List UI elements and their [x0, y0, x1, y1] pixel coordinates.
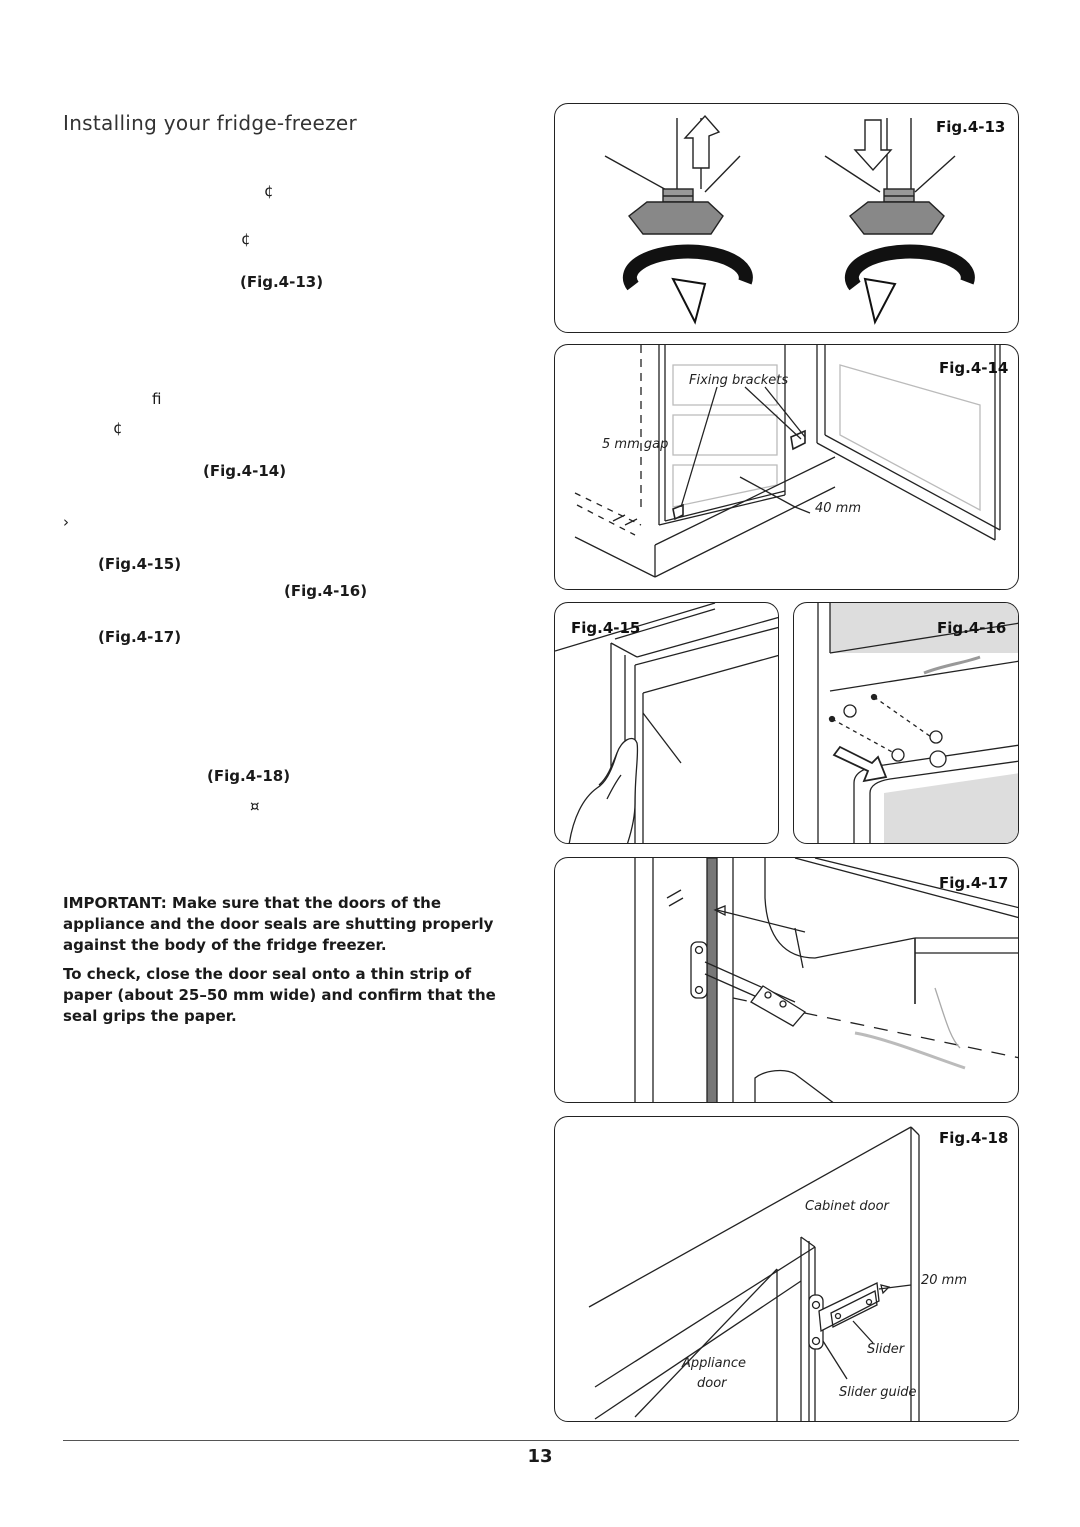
text-fragment: ›	[63, 513, 69, 531]
figure-label: Fig.4-16	[937, 619, 1007, 637]
text-fragment: fi	[152, 390, 162, 408]
text-fragment: ¤	[250, 797, 260, 815]
page-title: Installing your fridge-freezer	[63, 111, 358, 136]
cabinet-door-caption: Cabinet door	[805, 1199, 889, 1214]
figure-label: Fig.4-14	[939, 359, 1009, 377]
important-label: IMPORTANT:	[63, 894, 167, 912]
text-fragment: ¢	[113, 419, 123, 437]
appliance-door-caption: Appliance	[682, 1356, 746, 1371]
check-paragraph: To check, close the door seal onto a thi…	[63, 965, 496, 1025]
figure-label: Fig.4-15	[571, 619, 641, 637]
door-seal-illustration	[555, 603, 778, 843]
text-fragment: ¢	[241, 230, 251, 248]
fig-ref-15: (Fig.4-15)	[98, 555, 182, 573]
slider-guide-caption: Slider guide	[839, 1385, 917, 1400]
text-fragment: ¢	[264, 182, 274, 200]
fig-ref-14: (Fig.4-14)	[203, 462, 287, 480]
figure-4-16: Fig.4-16	[793, 602, 1019, 844]
figure-4-14: Fig.4-14 Fixing brackets 5 mm gap 40 mm	[554, 344, 1019, 590]
cabinet-door-illustration	[588, 1126, 920, 1421]
figure-4-17: Fig.4-17	[554, 857, 1019, 1103]
slider-bracket-illustration	[634, 858, 1018, 1102]
figure-label: Fig.4-13	[936, 118, 1006, 136]
figure-4-18: Fig.4-18 Cabinet door 20 mm Slider Appli…	[554, 1116, 1019, 1422]
gap-caption: 20 mm	[921, 1273, 968, 1288]
door-handle-cover-illustration	[817, 603, 1018, 843]
important-note: IMPORTANT: Make sure that the doors of t…	[63, 893, 523, 1035]
gap-caption: 5 mm gap	[602, 437, 669, 452]
fixing-brackets-illustration	[574, 345, 1001, 578]
appliance-door-caption: door	[697, 1376, 727, 1391]
fig-ref-13: (Fig.4-13)	[240, 273, 324, 291]
fixing-brackets-caption: Fixing brackets	[689, 373, 789, 388]
figure-4-13: Fig.4-13	[554, 103, 1019, 333]
fig-ref-18: (Fig.4-18)	[207, 767, 291, 785]
important-text: Make sure that the doors of the applianc…	[63, 894, 494, 954]
important-paragraph: IMPORTANT: Make sure that the doors of t…	[63, 893, 523, 956]
slider-caption: Slider	[867, 1342, 905, 1357]
fig-ref-17: (Fig.4-17)	[98, 628, 182, 646]
depth-caption: 40 mm	[815, 501, 862, 516]
page-number: 13	[527, 1446, 553, 1467]
footer-divider	[63, 1440, 1019, 1441]
adjustable-feet-illustration	[604, 114, 975, 325]
figure-4-15: Fig.4-15	[554, 602, 779, 844]
fig-ref-16: (Fig.4-16)	[284, 582, 368, 600]
figure-label: Fig.4-18	[939, 1129, 1009, 1147]
figure-label: Fig.4-17	[939, 874, 1009, 892]
